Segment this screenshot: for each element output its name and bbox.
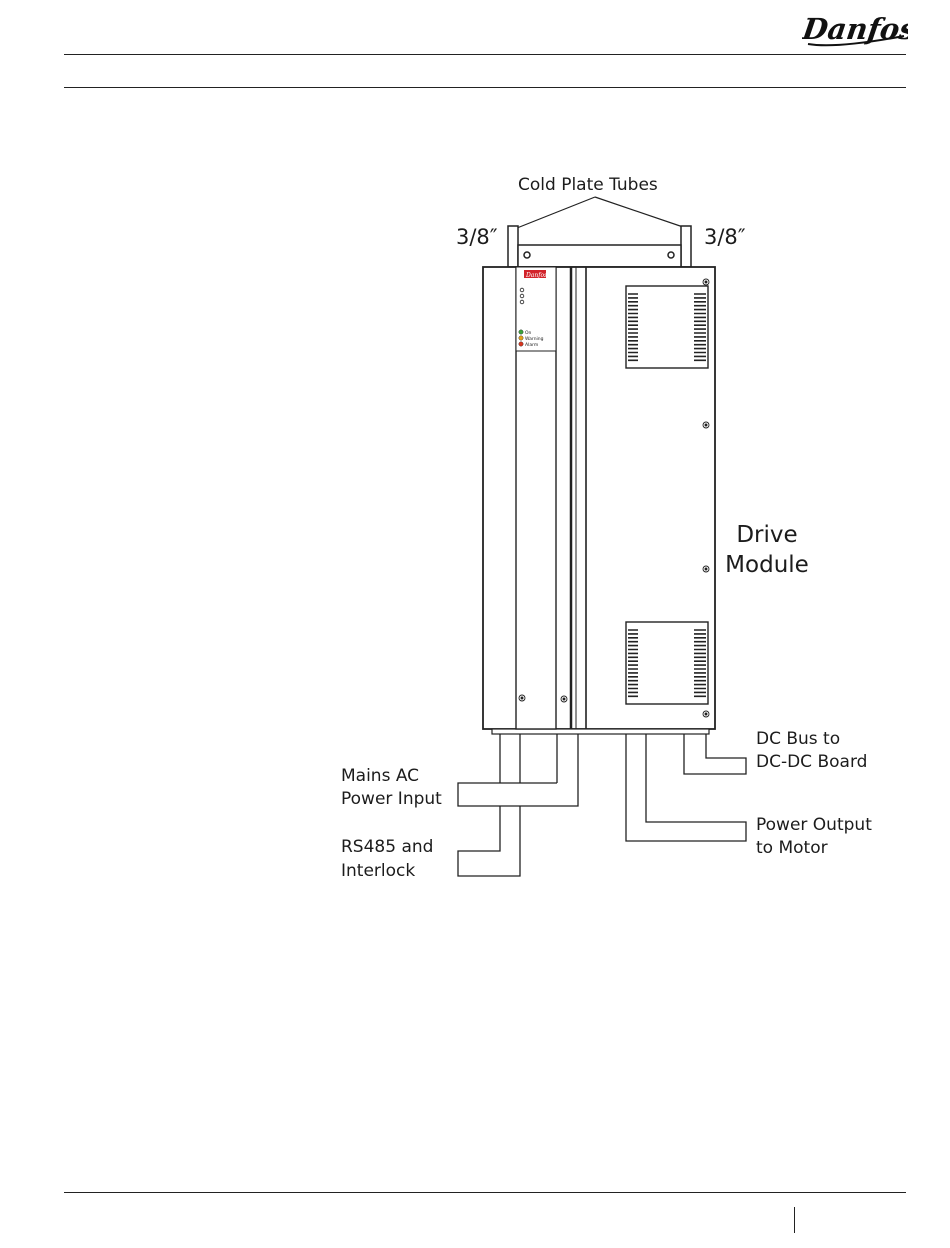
rs485-label-line1: RS485 and bbox=[341, 835, 433, 859]
status-led-on bbox=[519, 330, 523, 334]
drive-module-label-line2: Module bbox=[718, 550, 816, 580]
status-led-alarm bbox=[519, 342, 523, 346]
upper-vent-grille bbox=[626, 286, 708, 368]
dc-bus-label-line1: DC Bus to bbox=[756, 727, 840, 751]
dc-bus-label-line2: DC-DC Board bbox=[756, 750, 867, 774]
tube-left bbox=[508, 226, 518, 267]
mains-ac-label-line2: Power Input bbox=[341, 787, 442, 811]
lower-vent-grille bbox=[626, 622, 708, 704]
status-led-warning bbox=[519, 336, 523, 340]
drive-module-label-line1: Drive bbox=[722, 520, 812, 550]
mains-ac-label-line1: Mains AC bbox=[341, 764, 419, 788]
cold-plate-callout-lines bbox=[517, 197, 686, 228]
cold-plate-tubes-label: Cold Plate Tubes bbox=[518, 173, 658, 197]
tube-left-size-label: 3/8″ bbox=[456, 224, 498, 250]
footer-rule bbox=[64, 1192, 906, 1193]
rs485-label-line2: Interlock bbox=[341, 859, 415, 883]
top-mounting-plate bbox=[518, 245, 681, 267]
svg-text:Danfoss: Danfoss bbox=[525, 272, 550, 279]
status-led-label-warning: Warning bbox=[525, 336, 544, 342]
power-output-label-line1: Power Output bbox=[756, 813, 872, 837]
tube-right bbox=[681, 226, 691, 267]
cable-routing bbox=[458, 734, 746, 876]
panel-buttons bbox=[520, 288, 524, 304]
status-led-label-alarm: Alarm bbox=[525, 342, 538, 348]
power-output-label-line2: to Motor bbox=[756, 836, 828, 860]
footer-page-divider bbox=[794, 1207, 795, 1233]
tube-right-size-label: 3/8″ bbox=[704, 224, 746, 250]
status-led-label-on: On bbox=[525, 330, 532, 336]
